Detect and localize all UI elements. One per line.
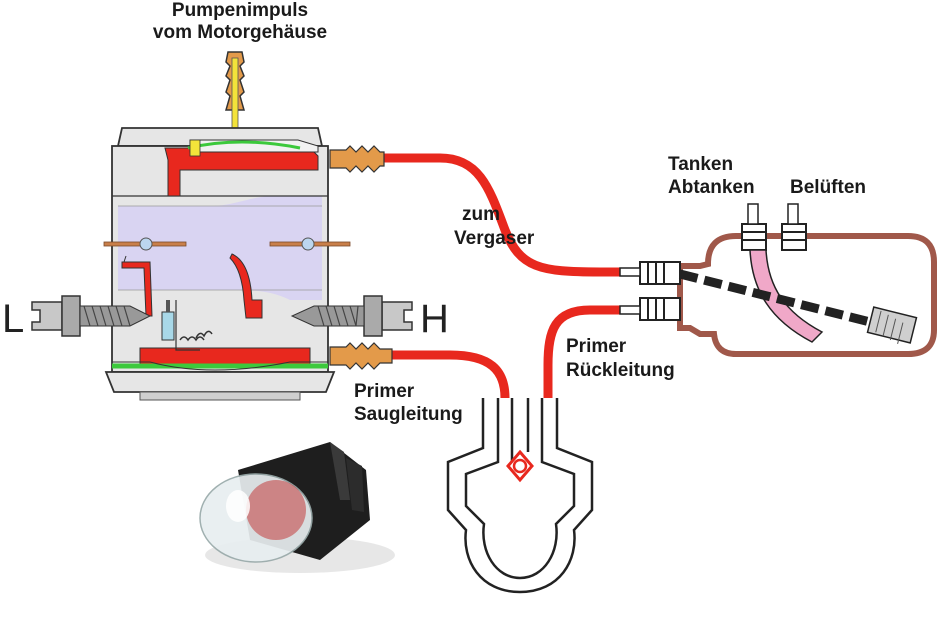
label-screw-low: L <box>2 297 24 341</box>
label-primer-suction-line2: Saugleitung <box>354 404 463 425</box>
impulse-nipple <box>225 51 245 145</box>
label-primer-return-line2: Rückleitung <box>566 360 675 381</box>
screw-high <box>290 295 413 337</box>
label-screw-high: H <box>420 297 449 341</box>
primer-bulb-photo <box>199 442 395 573</box>
label-fill-line1: Tanken <box>668 154 733 175</box>
label-pump-impulse-line1: Pumpenimpuls <box>172 0 308 21</box>
carburetor <box>103 127 351 401</box>
screw-low <box>31 295 152 337</box>
label-vent: Belüften <box>790 177 866 198</box>
label-pump-impulse-line2: vom Motorgehäuse <box>153 22 327 43</box>
label-fill-line2: Abtanken <box>668 177 755 198</box>
fuel-tank <box>619 203 937 357</box>
label-to-carb-line1: zum <box>462 204 500 225</box>
label-primer-suction-line1: Primer <box>354 381 415 402</box>
label-primer-return-line1: Primer <box>566 336 627 357</box>
fuel-lines <box>350 153 632 399</box>
label-to-carb-line2: Vergaser <box>454 228 535 249</box>
carb-fittings <box>329 145 393 370</box>
primer-bulb-schematic <box>446 398 594 594</box>
